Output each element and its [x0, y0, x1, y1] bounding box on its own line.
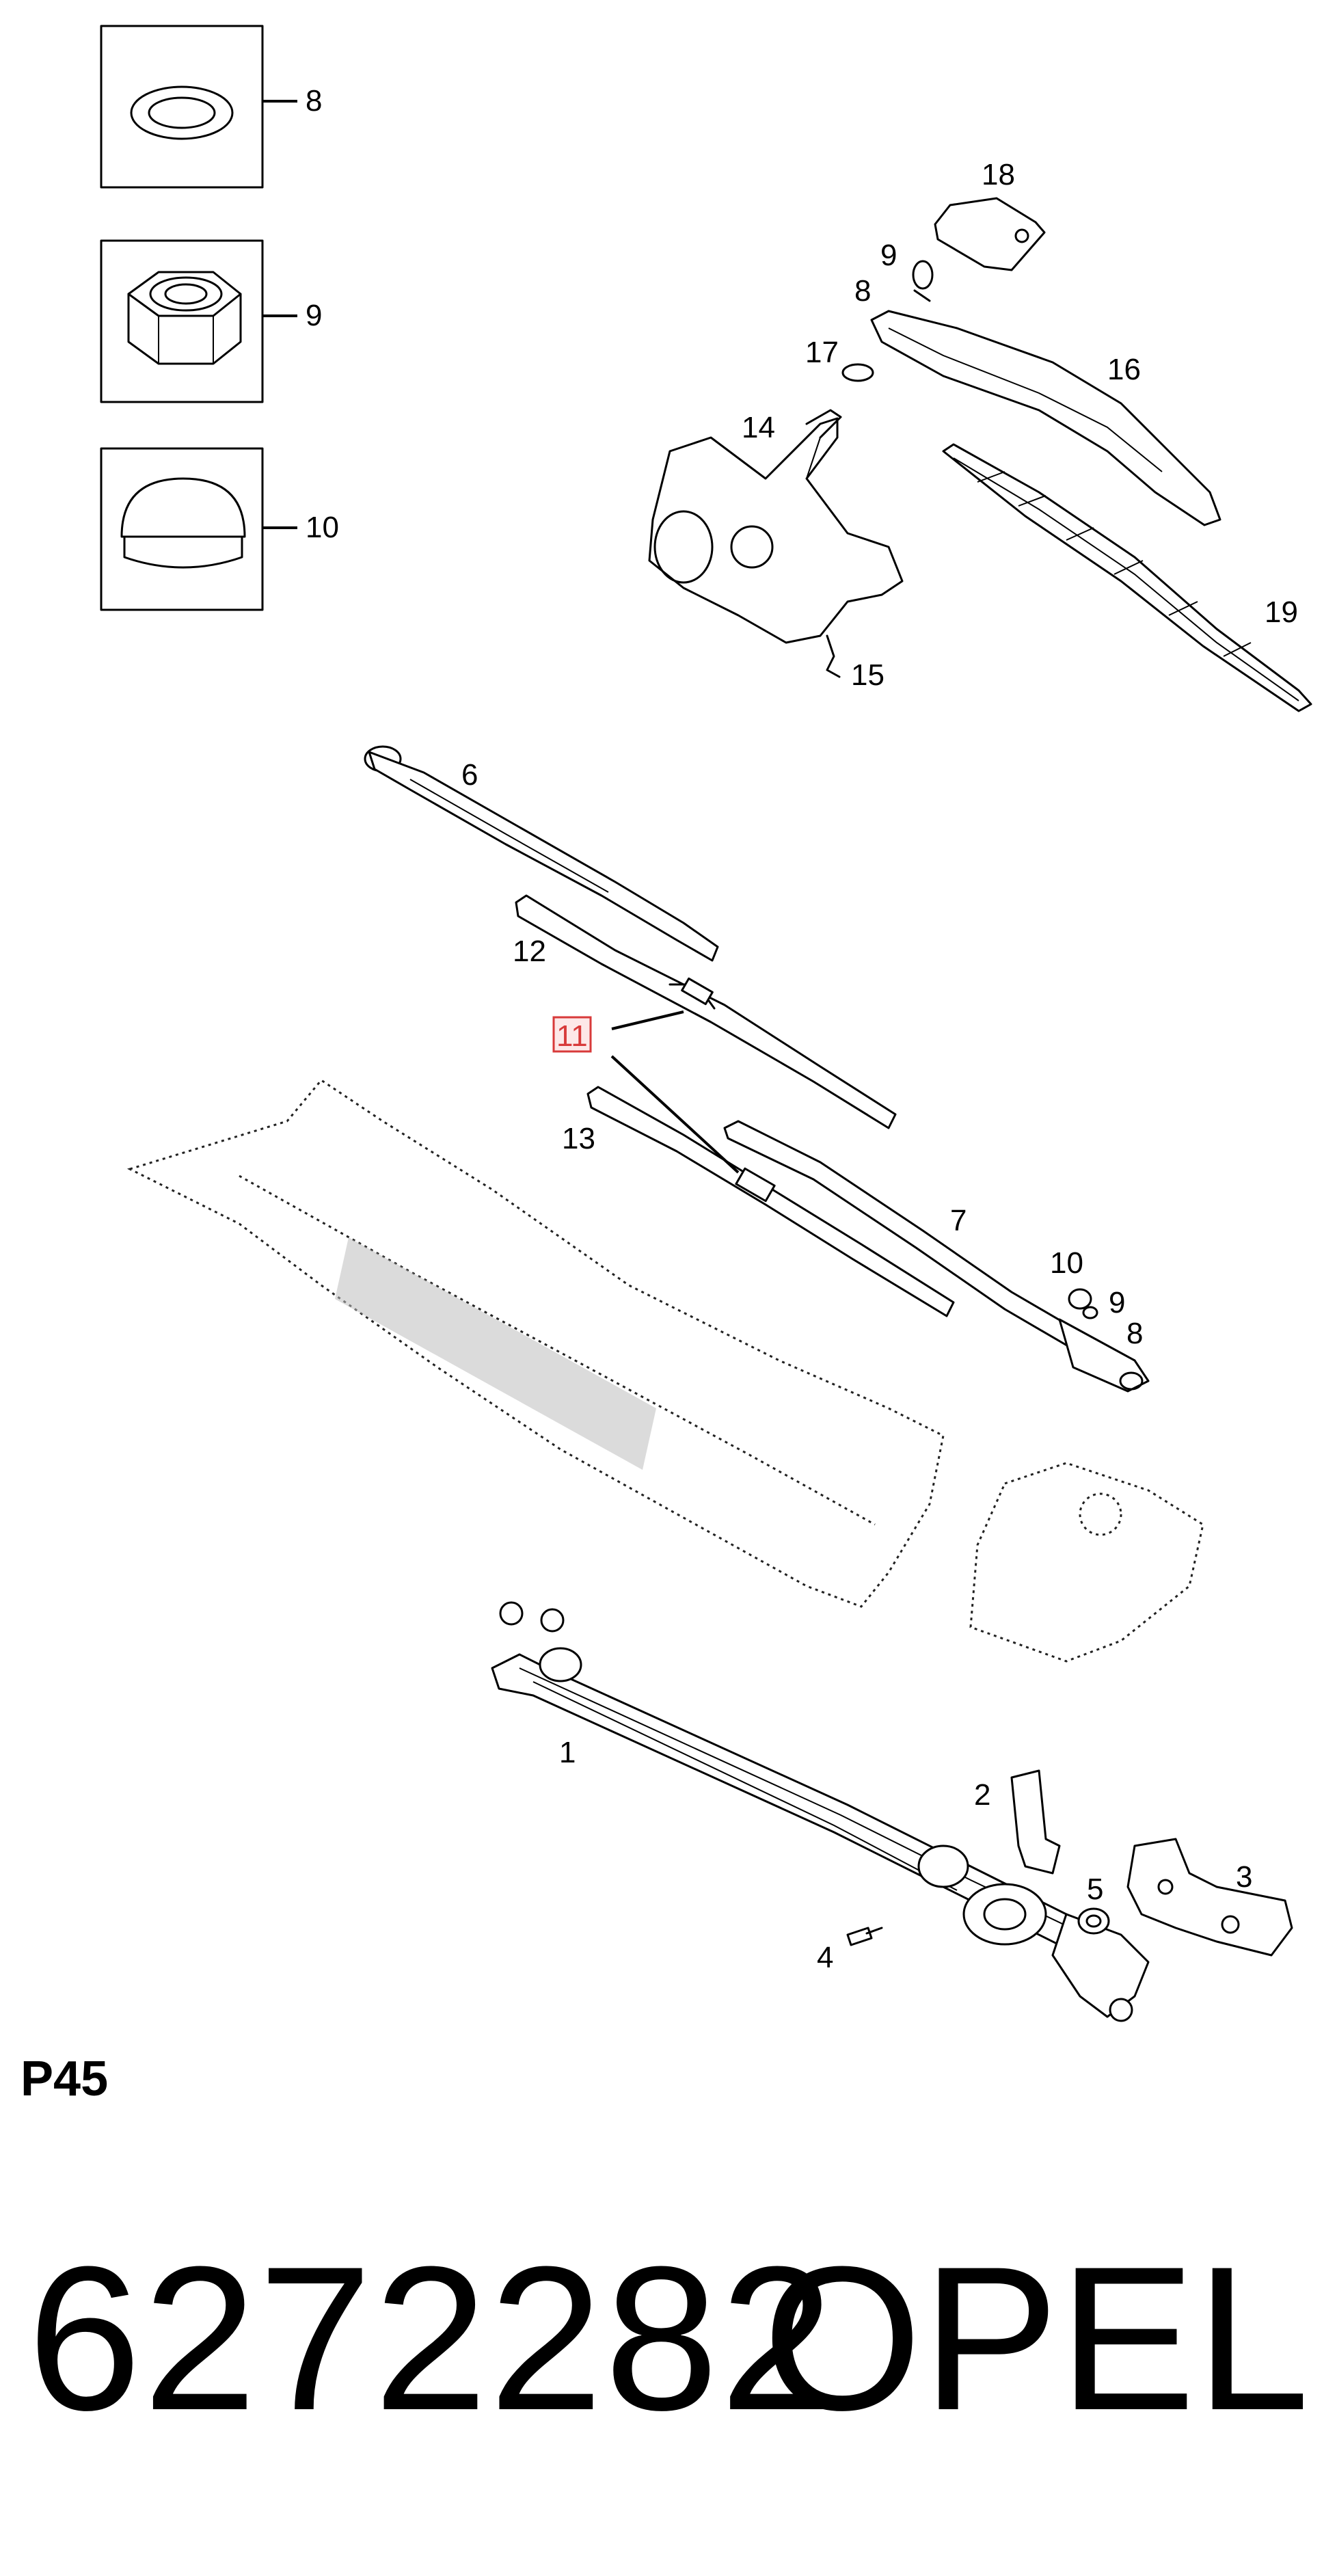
detail-box-cap [100, 447, 297, 611]
page-code: P45 [21, 2052, 109, 2106]
bracket-2 [1010, 1769, 1061, 1875]
bolt-4 [846, 1927, 883, 1946]
washer-5 [1077, 1907, 1110, 1935]
callout-15: 15 [851, 658, 884, 692]
callout-10-detail: 10 [306, 511, 339, 544]
callout-3: 3 [1236, 1860, 1252, 1894]
detail-box-nut [100, 239, 297, 403]
callout-12: 12 [513, 935, 546, 968]
callout-19: 19 [1265, 595, 1298, 629]
callout-14: 14 [742, 411, 775, 444]
rear-wiper-arm [841, 260, 1221, 526]
callout-11: 11 [556, 1019, 588, 1053]
callout-17: 17 [805, 336, 839, 369]
front-wiper-blade-right [586, 1086, 955, 1317]
callout-13: 13 [562, 1122, 595, 1155]
brand-name: OPEL [762, 2223, 1310, 2453]
callout-5: 5 [1087, 1873, 1103, 1906]
callout-7: 7 [950, 1204, 967, 1237]
callout-8-detail: 8 [306, 84, 322, 118]
callout-11-highlight: 11 [552, 1016, 592, 1053]
cowl-panel-outline [126, 1079, 1204, 1663]
front-wiper-arm-right [723, 1120, 1150, 1393]
callout-6: 6 [461, 758, 478, 792]
callout-16: 16 [1107, 353, 1141, 386]
callout-9-front: 9 [1109, 1286, 1125, 1319]
rear-wiper-blade [942, 443, 1312, 712]
front-wiper-arm-left [364, 745, 719, 962]
part-number: 6272282 [27, 2223, 835, 2453]
callout-18: 18 [982, 158, 1015, 191]
leader-lines [610, 1010, 740, 1174]
callout-9-detail: 9 [306, 299, 322, 332]
callout-1: 1 [559, 1736, 576, 1769]
bracket-3 [1126, 1838, 1293, 1957]
detail-box-washer [100, 25, 297, 189]
callout-4: 4 [817, 1941, 833, 1974]
callout-8-front: 8 [1126, 1317, 1143, 1350]
front-wiper-blade-left [515, 894, 897, 1129]
callout-8-rear: 8 [854, 274, 871, 308]
rear-wiper-motor [648, 409, 904, 678]
rear-wiper-cover [934, 197, 1046, 271]
callout-10-front: 10 [1050, 1246, 1083, 1280]
callout-2: 2 [974, 1778, 990, 1812]
wiper-linkage [491, 1601, 1150, 2022]
callout-9-rear: 9 [880, 239, 897, 272]
